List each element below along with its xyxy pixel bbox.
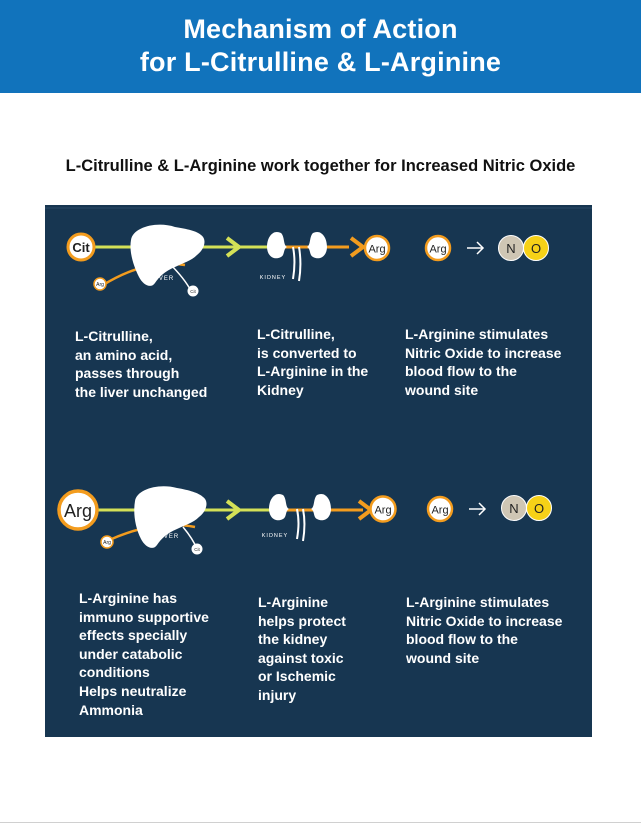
row2-liver-small-left-text: Arg <box>103 540 111 546</box>
row1-desc-liver: L-Citrulline, an amino acid, passes thro… <box>75 328 208 400</box>
row2-liver-small-right-circle <box>191 543 203 555</box>
row1-liver-small-right-circle <box>187 285 199 297</box>
row1-liver-small-right-text: Cit <box>190 289 196 294</box>
row2-no-in-circle <box>426 495 454 523</box>
row1-kidney-out-circle <box>363 234 391 262</box>
row2-kidney-icon <box>269 493 331 542</box>
row1-no-o-circle <box>523 235 549 261</box>
page-subtitle: L-Citrulline & L-Arginine work together … <box>65 157 576 175</box>
row1-no-in-text: Arg <box>429 244 446 256</box>
row2-liver-icon <box>134 486 207 548</box>
row1-liver-small-left-text: Arg <box>96 282 104 288</box>
row2-no-n-text: N <box>509 501 518 516</box>
row2-kidney-out-circle <box>369 495 397 523</box>
row1-no-in-circle <box>424 234 452 262</box>
row2-desc-kidney: L-Arginine helps protect the kidney agai… <box>258 594 346 703</box>
row2-liver-small-right-text: Cit <box>194 547 200 552</box>
row2-no-o-circle <box>526 495 552 521</box>
row1-diagram: Cit Arg Cit LIVER KIDNEY Arg Arg N O <box>66 224 549 297</box>
row1-kidney-out-text: Arg <box>368 244 385 256</box>
row1-liver-label: LIVER <box>152 276 174 282</box>
row2-no-o-text: O <box>534 501 544 516</box>
page-title-line1: Mechanism of Action <box>183 14 458 44</box>
row1-no-n-text: N <box>506 241 515 256</box>
page-bottom-rule <box>0 822 641 823</box>
row2-kidney-label: KIDNEY <box>262 533 288 539</box>
page-title-line2: for L-Citrulline & L-Arginine <box>139 47 502 77</box>
row1-kidney-label: KIDNEY <box>260 275 286 281</box>
mechanism-panel: Cit Arg Cit LIVER KIDNEY Arg Arg N O <box>45 205 592 737</box>
row1-start-badge-text: Cit <box>72 240 90 255</box>
mechanism-diagram: Cit Arg Cit LIVER KIDNEY Arg Arg N O <box>45 207 592 555</box>
row1-kidney-icon <box>267 231 327 282</box>
row2-no-arrowhead <box>478 502 487 516</box>
row2-start-badge-text: Arg <box>64 501 92 521</box>
row1-desc-nitric-oxide: L-Arginine stimulates Nitric Oxide to in… <box>405 326 562 398</box>
row2-start-badge-circle <box>57 489 99 531</box>
row1-liver-icon <box>130 224 205 286</box>
row1-start-badge-circle <box>66 232 96 262</box>
header-banner: Mechanism of Action for L-Citrulline & L… <box>0 0 641 93</box>
row2-desc-liver: L-Arginine has immuno supportive effects… <box>79 590 209 718</box>
row1-liver-small-left-circle <box>93 277 107 291</box>
row1-no-o-text: O <box>531 241 541 256</box>
row1-arrowhead-orange <box>349 236 367 258</box>
row2-desc-nitric-oxide: L-Arginine stimulates Nitric Oxide to in… <box>406 594 563 666</box>
row1-no-arrowhead <box>476 241 485 255</box>
row2-liver-small-left-circle <box>100 535 114 549</box>
row2-no-in-text: Arg <box>431 505 448 517</box>
row1-desc-kidney: L-Citrulline, is converted to L-Arginine… <box>257 326 369 398</box>
row2-liver-label: LIVER <box>157 534 179 540</box>
row2-diagram: Arg Arg Cit LIVER KIDNEY Arg Arg N O <box>57 486 552 555</box>
row2-kidney-out-text: Arg <box>374 505 391 517</box>
